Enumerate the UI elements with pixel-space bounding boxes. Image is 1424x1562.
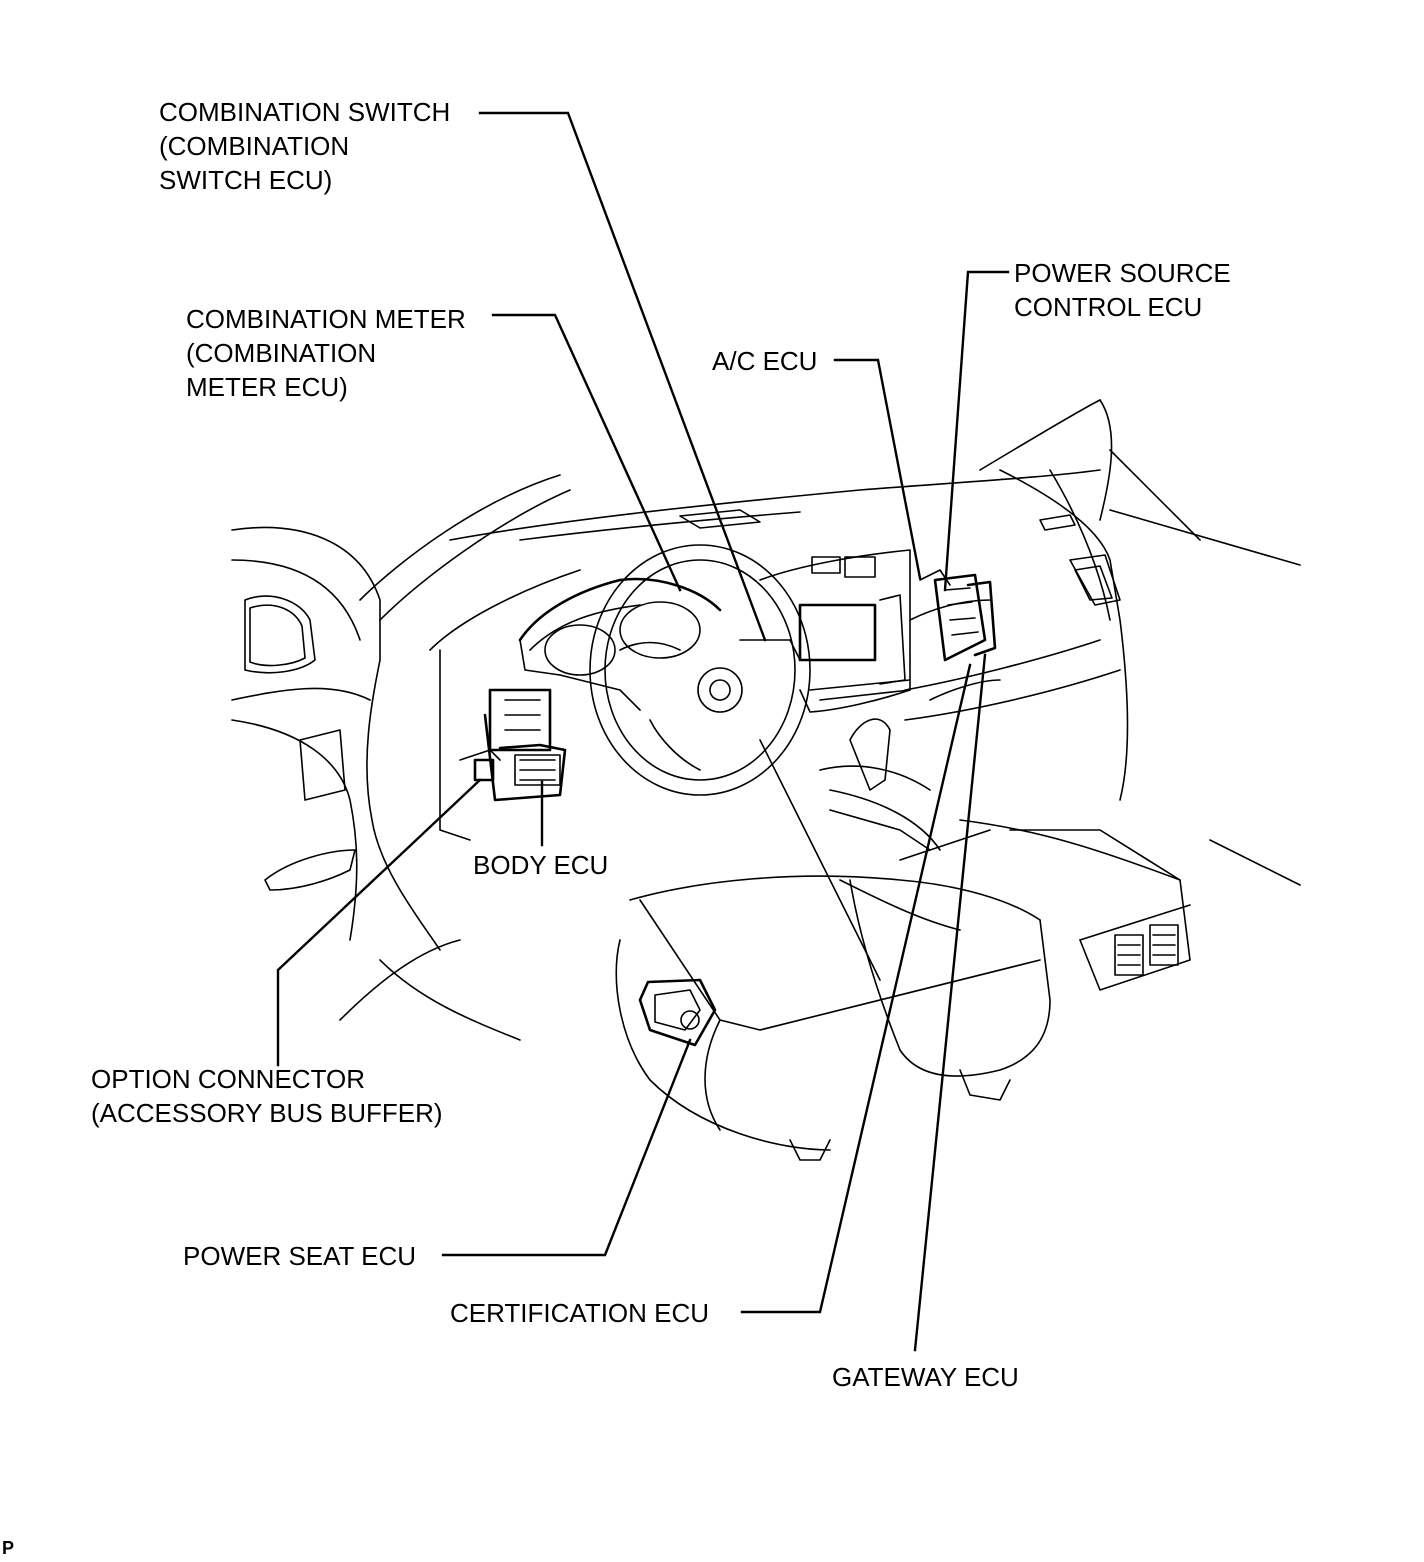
leader-ac-ecu bbox=[833, 358, 922, 580]
label-power-source-control-ecu: POWER SOURCE CONTROL ECU bbox=[1014, 256, 1231, 324]
label-option-connector: OPTION CONNECTOR (ACCESSORY BUS BUFFER) bbox=[91, 1062, 443, 1130]
label-power-seat-ecu: POWER SEAT ECU bbox=[183, 1239, 416, 1273]
label-body-ecu: BODY ECU bbox=[473, 848, 608, 882]
leader-lines bbox=[276, 111, 1010, 1352]
label-combination-switch: COMBINATION SWITCH (COMBINATION SWITCH E… bbox=[159, 95, 450, 197]
label-gateway-line1: GATEWAY ECU bbox=[832, 1362, 1019, 1392]
label-combination-meter: COMBINATION METER (COMBINATION METER ECU… bbox=[186, 302, 466, 404]
label-combination-switch-line1: COMBINATION SWITCH bbox=[159, 97, 451, 127]
label-ac-ecu-line1: A/C ECU bbox=[712, 346, 818, 376]
label-power-source-line2: CONTROL ECU bbox=[1014, 292, 1203, 322]
leader-power-source bbox=[943, 270, 1010, 592]
leader-power-seat bbox=[441, 1038, 692, 1257]
leader-gateway bbox=[913, 653, 987, 1352]
leader-option-connector bbox=[276, 778, 482, 1067]
label-combination-meter-line2: (COMBINATION bbox=[186, 338, 377, 368]
label-option-connector-line2: (ACCESSORY BUS BUFFER) bbox=[91, 1098, 443, 1128]
label-power-seat-line1: POWER SEAT ECU bbox=[183, 1241, 417, 1271]
figure-code-mark: P bbox=[2, 1538, 15, 1558]
label-body-ecu-line1: BODY ECU bbox=[473, 850, 609, 880]
label-combination-switch-line2: (COMBINATION bbox=[159, 131, 350, 161]
label-certification-line1: CERTIFICATION ECU bbox=[450, 1298, 710, 1328]
label-combination-switch-line3: SWITCH ECU) bbox=[159, 165, 333, 195]
leader-certification bbox=[740, 663, 972, 1314]
label-power-source-line1: POWER SOURCE bbox=[1014, 258, 1231, 288]
label-gateway-ecu: GATEWAY ECU bbox=[832, 1360, 1019, 1394]
car-interior-linework bbox=[231, 399, 1301, 1161]
label-option-connector-line1: OPTION CONNECTOR bbox=[91, 1064, 365, 1094]
label-certification-ecu: CERTIFICATION ECU bbox=[450, 1296, 709, 1330]
label-ac-ecu: A/C ECU bbox=[712, 344, 817, 378]
leader-combination-meter bbox=[491, 313, 682, 592]
label-combination-meter-line1: COMBINATION METER bbox=[186, 304, 466, 334]
label-combination-meter-line3: METER ECU) bbox=[186, 372, 348, 402]
leader-combination-switch bbox=[478, 111, 767, 642]
